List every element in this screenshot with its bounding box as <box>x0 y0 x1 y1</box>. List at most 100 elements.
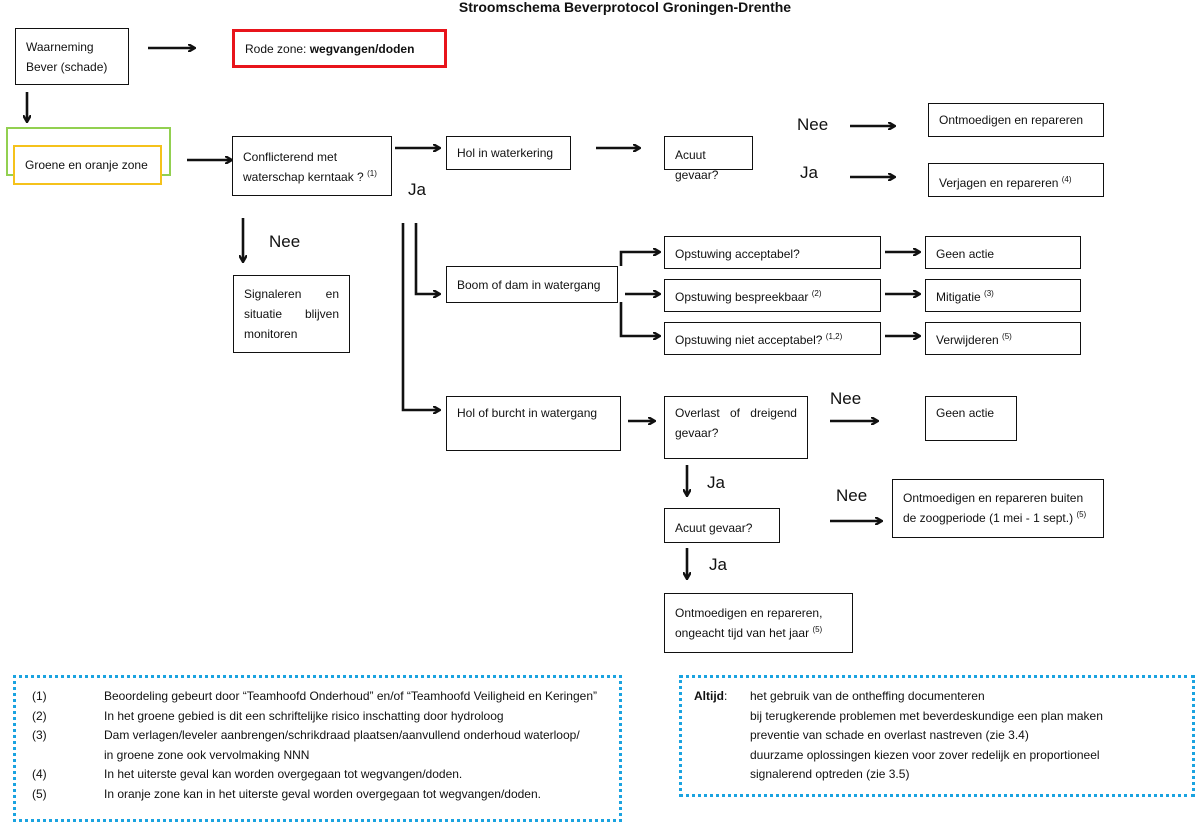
node-text: ongeacht tijd van het jaar <box>675 626 810 640</box>
node-text: de zoogperiode (1 mei - 1 sept.) <box>903 511 1074 525</box>
arrow-connector <box>619 252 659 266</box>
altijd-item: het gebruik van de ontheffing documenter… <box>750 689 985 703</box>
altijd-colon: : <box>724 689 728 703</box>
node-groene-oranje-zone: Groene en oranje zone <box>13 145 162 185</box>
label-nee: Nee <box>836 486 868 505</box>
footnote-number: (4) <box>32 767 47 781</box>
altijd-item: preventie van schade en overlast nastrev… <box>750 728 1029 742</box>
node-text: en <box>325 287 339 301</box>
node-text: Conflicterend met <box>243 150 338 164</box>
node-geen-actie-1: Geen actie <box>925 236 1081 269</box>
node-conflicterend: Conflicterend met waterschap kerntaak ? … <box>232 136 392 196</box>
footnote: in groene zone ook vervolmaking NNN <box>16 746 619 766</box>
node-text: Ontmoedigen en repareren buiten <box>903 491 1084 505</box>
altijd-item: signalerend optreden (zie 3.5) <box>750 767 910 781</box>
node-text: waterschap kerntaak ? <box>243 170 364 184</box>
label-nee: Nee <box>830 389 862 408</box>
arrow-connector <box>414 223 439 294</box>
node-opstuwing-niet-acceptabel: Opstuwing niet acceptabel? (1,2) <box>664 322 881 355</box>
footnote: (3) Dam verlagen/leveler aanbrengen/schri… <box>16 726 619 746</box>
footnote-number: (3) <box>32 728 47 742</box>
node-text: Ontmoedigen en repareren <box>939 113 1084 127</box>
node-text: Boom of dam in watergang <box>457 278 601 292</box>
footnote: (5) In oranje zone kan in het uiterste ge… <box>16 785 619 805</box>
node-text: situatie <box>244 307 283 321</box>
node-text: Mitigatie <box>936 290 981 304</box>
footnote-text: In het uiterste geval kan worden overgeg… <box>104 767 463 781</box>
footnote-ref: (5) <box>812 625 823 634</box>
node-text: monitoren <box>244 327 298 341</box>
node-hol-burcht: Hol of burcht in watergang <box>446 396 621 451</box>
node-text: Verwijderen <box>936 333 999 347</box>
footnote-text: In oranje zone kan in het uiterste geval… <box>104 786 541 801</box>
node-text: Verjagen en repareren <box>939 176 1059 190</box>
node-text: Overlast <box>675 406 720 420</box>
altijd-box: Altijd: het gebruik van de ontheffing do… <box>679 675 1195 797</box>
node-text: Geen actie <box>936 247 995 261</box>
label-ja: Ja <box>408 180 426 199</box>
diagram-title: Stroomschema Beverprotocol Groningen-Dre… <box>458 0 792 15</box>
footnote-ref: (5) <box>1002 332 1012 341</box>
node-text: gevaar? <box>675 426 719 440</box>
label-ja: Ja <box>709 555 727 574</box>
node-text: Rode zone: <box>245 42 310 56</box>
altijd-item: duurzame oplossingen kiezen voor zover r… <box>750 747 1100 762</box>
node-text: dreigend <box>750 406 797 420</box>
node-text: Opstuwing bespreekbaar <box>675 290 809 304</box>
footnote-number: (5) <box>32 786 47 801</box>
altijd-label: Altijd <box>694 689 724 703</box>
node-opstuwing-acceptabel: Opstuwing acceptabel? <box>664 236 881 269</box>
node-text-bold: wegvangen/doden <box>309 42 415 56</box>
node-text: Geen actie <box>936 406 995 420</box>
label-nee: Nee <box>269 232 301 251</box>
footnote-ref: (5) <box>1076 510 1087 519</box>
footnote-ref: (2) <box>811 289 822 298</box>
footnote-text: Dam verlagen/leveler aanbrengen/schrikdr… <box>104 728 580 742</box>
node-ontmoedigen-ongeacht: Ontmoedigen en repareren, ongeacht tijd … <box>664 593 853 653</box>
node-overlast: Overlast of dreigend gevaar? <box>664 396 808 459</box>
footnote-number: (2) <box>32 708 47 723</box>
node-mitigatie: Mitigatie (3) <box>925 279 1081 312</box>
footnote: (4) In het uiterste geval kan worden over… <box>16 765 619 785</box>
node-acuut-gevaar-1: Acuut gevaar? <box>664 136 753 182</box>
node-text: Signaleren <box>244 287 302 301</box>
node-ontmoedigen-repareren: Ontmoedigen en repareren <box>928 103 1104 137</box>
node-text: of <box>729 406 740 420</box>
footnote-text: Beoordeling gebeurt door “Teamhoofd Onde… <box>104 689 597 703</box>
footnote-number: (1) <box>32 689 47 703</box>
node-signaleren: Signaleren en situatie blijven monitoren <box>233 275 350 353</box>
footnote-ref: (1,2) <box>825 332 843 341</box>
footnote: (1) Beoordeling gebeurt door “Teamhoofd O… <box>16 687 619 707</box>
node-hol-waterkering: Hol in waterkering <box>446 136 571 170</box>
footnote-ref: (1) <box>367 169 377 178</box>
node-rode-zone: Rode zone: wegvangen/doden <box>232 29 447 68</box>
footnotes-box: (1) Beoordeling gebeurt door “Teamhoofd O… <box>13 675 622 822</box>
node-text: Hol in waterkering <box>457 146 554 160</box>
node-waarneming: Waarneming Bever (schade) <box>15 28 129 85</box>
node-text: Hol of burcht in watergang <box>457 406 598 420</box>
node-text: blijven <box>304 307 339 321</box>
footnote: (2) In het groene gebied is dit een schri… <box>16 707 619 727</box>
node-boom-dam: Boom of dam in watergang <box>446 266 618 303</box>
arrow-connector <box>619 302 659 336</box>
node-text: Groene en oranje zone <box>25 158 148 172</box>
node-verwijderen: Verwijderen (5) <box>925 322 1081 355</box>
footnote-number <box>16 746 104 766</box>
node-verjagen-repareren: Verjagen en repareren (4) <box>928 163 1104 197</box>
node-text: Opstuwing acceptabel? <box>675 247 800 261</box>
node-text: Opstuwing niet acceptabel? <box>675 333 823 347</box>
node-text: Waarneming <box>26 40 94 54</box>
node-ontmoedigen-buiten-zoogperiode: Ontmoedigen en repareren buiten de zoogp… <box>892 479 1104 538</box>
footnote-text: in groene zone ook vervolmaking NNN <box>104 747 310 762</box>
node-text: Bever (schade) <box>26 60 108 74</box>
node-text: Ontmoedigen en repareren, <box>675 606 823 620</box>
footnote-text: In het groene gebied is dit een schrifte… <box>104 708 504 723</box>
node-geen-actie-2: Geen actie <box>925 396 1017 441</box>
label-ja: Ja <box>707 473 725 492</box>
node-opstuwing-bespreekbaar: Opstuwing bespreekbaar (2) <box>664 279 881 312</box>
altijd-item: bij terugkerende problemen met beverdesk… <box>750 708 1103 723</box>
node-text: Acuut gevaar? <box>675 148 719 182</box>
arrow-connector <box>401 223 439 410</box>
footnote-ref: (3) <box>984 289 994 298</box>
